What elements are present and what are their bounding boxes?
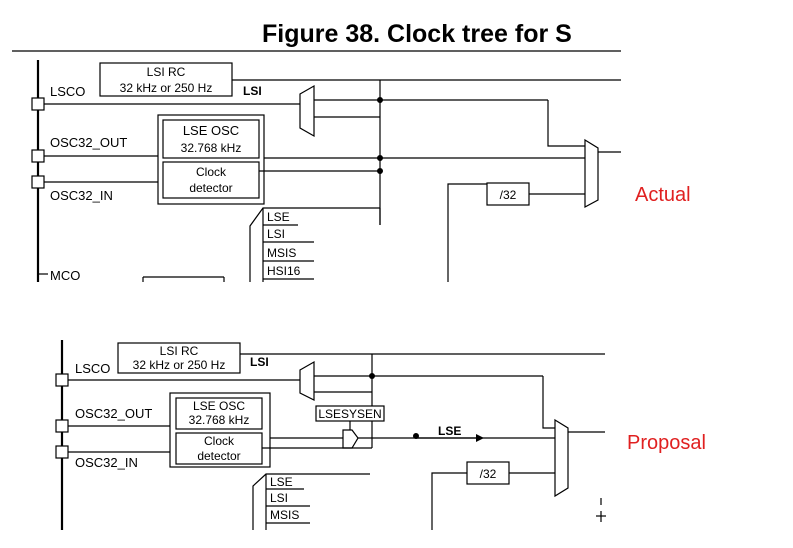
lsi-rc-box [99,62,233,97]
lse-osc-freq-proposal: 32.768 kHz [189,413,250,427]
lsi-rc-name: LSI RC [147,65,186,79]
lse-osc-box [162,119,260,159]
clock-detector-line2-proposal: detector [197,449,240,463]
divider-label: /32 [500,188,517,202]
lse-osc-name: LSE OSC [183,123,239,138]
lsco-mux [299,84,315,138]
figure-title: Figure 38. Clock tree for S [262,20,572,48]
mco-label: MCO [50,268,80,283]
osc32-out-pin [31,149,45,163]
lsi-signal-label-proposal: LSI [250,355,269,369]
lsi-rc-name-proposal: LSI RC [160,344,199,358]
rtc-mux-proposal [554,418,569,498]
lsesysen-label: LSESYSEN [318,407,381,421]
mux-input-lse: LSE [267,210,290,224]
actual-panel: LSCO OSC32_OUT OSC32_IN MCO LSI RC 32 kH… [31,60,691,283]
osc32-out-label-proposal: OSC32_OUT [75,406,152,421]
lse-signal-label-proposal: LSE [438,424,461,438]
lse-osc-name-proposal: LSE OSC [193,399,245,413]
mux-input-lsi: LSI [267,227,285,241]
lsco-label: LSCO [50,84,85,99]
lsco-pin [31,97,45,111]
osc32-in-label-proposal: OSC32_IN [75,455,138,470]
mux-input-lsi-proposal: LSI [270,491,288,505]
osc32-in-pin [31,175,45,189]
actual-label: Actual [635,184,691,206]
lsco-mux-proposal [299,360,315,401]
lsco-label-proposal: LSCO [75,361,110,376]
lsi-rc-freq-proposal: 32 kHz or 250 Hz [133,358,226,372]
lsi-rc-freq: 32 kHz or 250 Hz [120,81,213,95]
mux-input-hsi16: HSI16 [267,264,301,278]
proposal-label: Proposal [627,432,706,454]
mux-input-lse-proposal: LSE [270,475,293,489]
clock-detector-box-proposal [175,432,263,465]
clock-detector-box [162,161,260,199]
osc32-in-pin-proposal [55,445,69,459]
lsco-pin-proposal [55,373,69,387]
mux-input-msis-proposal: MSIS [270,508,299,522]
proposal-panel: LSCO OSC32_OUT OSC32_IN LSI RC 32 kHz or… [55,340,706,530]
lsi-signal-label: LSI [243,84,262,98]
osc32-in-label: OSC32_IN [50,188,113,203]
rtc-mux [584,138,599,209]
lse-gate [342,429,359,449]
osc32-out-pin-proposal [55,419,69,433]
clock-detector-line2: detector [189,181,232,195]
osc32-out-label: OSC32_OUT [50,135,127,150]
lse-osc-box-proposal [175,397,263,430]
divider-label-proposal: /32 [480,467,497,481]
lse-osc-freq: 32.768 kHz [181,141,242,155]
clock-detector-line1-proposal: Clock [204,434,235,448]
lsi-rc-box-proposal [117,342,241,374]
clock-detector-line1: Clock [196,165,227,179]
mux-input-msis: MSIS [267,246,296,260]
